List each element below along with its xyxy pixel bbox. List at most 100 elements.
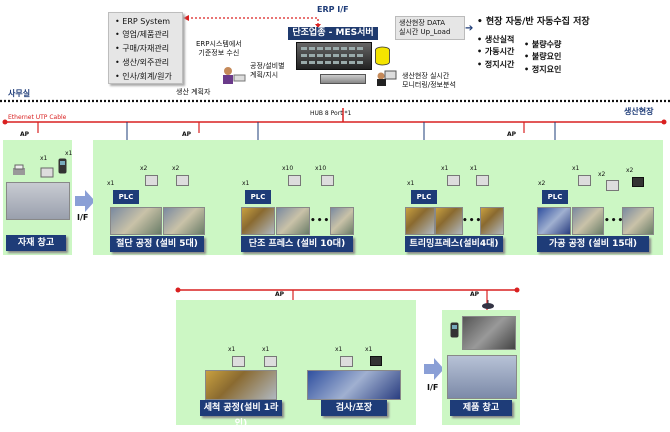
field-zone-label: 생산현장 — [624, 107, 654, 116]
qty-label: x1 — [441, 165, 449, 172]
qty-label: x1 — [365, 346, 373, 353]
trimming-image — [405, 207, 435, 235]
qty-label: x1 — [40, 155, 48, 162]
washing-process-label: 세척 공정(설비 1라인) — [200, 400, 282, 429]
handheld-scanner-icon — [58, 158, 67, 174]
material-warehouse-label: 자재 창고 — [6, 235, 66, 251]
collection-left-list: • 생산실적 • 가동시간 • 정지시간 — [477, 35, 515, 69]
if-arrow-icon — [75, 190, 95, 216]
plc-trimming: PLC — [411, 190, 437, 204]
inspection-process-label: 검사/포장 — [321, 400, 387, 416]
ap-label: AP — [275, 291, 285, 298]
erp-item: • 영업/제품관리 — [115, 30, 170, 39]
machining-image — [622, 207, 654, 235]
washing-image — [205, 370, 277, 400]
sensor-device-icon — [176, 175, 189, 186]
access-point-icon — [481, 294, 495, 309]
forging-process-label: 단조 프레스 (설비 10대) — [241, 236, 353, 252]
printer-icon — [12, 163, 26, 177]
qty-label: x10 — [315, 165, 327, 172]
more-dots: ••• — [604, 216, 625, 226]
erp-item: • 생산/외주관리 — [115, 58, 170, 67]
handheld-scanner-icon — [450, 322, 459, 338]
arrow-right-icon: ➔ — [465, 23, 474, 34]
plc-machining: PLC — [542, 190, 568, 204]
trimming-image — [480, 207, 504, 235]
sensor-device-icon — [606, 180, 619, 191]
forging-image — [276, 207, 310, 235]
planner-person-icon — [220, 66, 246, 84]
sensor-device-icon — [232, 356, 245, 367]
mes-server-title: 단조업종 - MES서버 — [288, 27, 378, 40]
machining-process-label: 가공 공정 (설비 15대) — [537, 236, 649, 252]
plc-cutting: PLC — [113, 190, 139, 204]
sensor-device-icon — [264, 356, 277, 367]
sensor-device-icon — [340, 356, 353, 367]
erp-item: • 인사/회계/원가 — [115, 72, 172, 81]
qty-label: x2 — [172, 165, 180, 172]
collection-right-list: • 불량수량 • 불량요인 • 정지요인 — [524, 40, 562, 74]
monitor-person-icon — [375, 70, 397, 86]
sensor-device-icon — [288, 175, 301, 186]
cutting-process-label: 절단 공정 (설비 5대) — [110, 236, 204, 252]
trimming-process-label: 트리밍프레스(설비4대) — [405, 236, 503, 252]
if-label: I/F — [77, 213, 89, 222]
if-arrow-icon — [424, 358, 444, 384]
erp-system-box: • ERP System • 영업/제품관리 • 구매/자재관리 • 생산/외주… — [108, 12, 183, 84]
ap-label: AP — [20, 131, 30, 138]
planner-label: 생산 계획자 — [176, 88, 211, 96]
hub-label: HUB 8 Port *1 — [310, 110, 352, 117]
qty-label: x1 — [335, 346, 343, 353]
database-icon — [375, 46, 390, 66]
qty-label: x1 — [65, 150, 73, 157]
cable-label: Ethernet UTP Cable — [8, 114, 67, 121]
inspection-image — [307, 370, 401, 400]
plc-forging: PLC — [245, 190, 271, 204]
forging-image — [330, 207, 354, 235]
erp-title: • ERP System — [115, 17, 171, 26]
production-zone — [93, 140, 663, 255]
label-printer-icon — [40, 163, 54, 178]
more-dots: ••• — [462, 216, 483, 226]
product-parts-image — [462, 316, 516, 350]
mes-server-rack — [296, 42, 372, 70]
forging-image — [241, 207, 275, 235]
cutting-image — [163, 207, 205, 235]
ap-label: AP — [182, 131, 192, 138]
cutting-image — [110, 207, 162, 235]
qty-label: x2 — [626, 167, 634, 174]
qty-label: x2 — [598, 171, 606, 178]
qty-label: x1 — [262, 346, 270, 353]
ap-label: AP — [507, 131, 517, 138]
qty-label: x1 — [107, 180, 115, 187]
material-warehouse-image — [6, 182, 70, 220]
ap-label: AP — [470, 291, 480, 298]
erp-if-label: ERP I/F — [317, 5, 349, 14]
collection-title: • 현장 자동/반 자동수집 저장 — [477, 17, 590, 27]
qty-label: x1 — [470, 165, 478, 172]
erp-item: • 구매/자재관리 — [115, 44, 170, 53]
qty-label: x1 — [242, 180, 250, 187]
product-warehouse-image — [447, 355, 517, 399]
qty-label: x1 — [228, 346, 236, 353]
sensor-device-icon — [447, 175, 460, 186]
qty-label: x1 — [407, 180, 415, 187]
more-dots: ••• — [310, 216, 331, 226]
qty-label: x2 — [140, 165, 148, 172]
if-label: I/F — [427, 383, 439, 392]
trimming-image — [435, 207, 463, 235]
sensor-device-icon — [145, 175, 158, 186]
qty-label: x10 — [282, 165, 294, 172]
network-switch — [320, 74, 366, 84]
machining-image — [537, 207, 571, 235]
sensor-device-icon — [476, 175, 489, 186]
sensor-device-icon — [370, 356, 382, 366]
sensor-device-icon — [321, 175, 334, 186]
qty-label: x1 — [572, 165, 580, 172]
sensor-device-icon — [632, 177, 644, 187]
office-zone-label: 사무실 — [8, 89, 31, 98]
